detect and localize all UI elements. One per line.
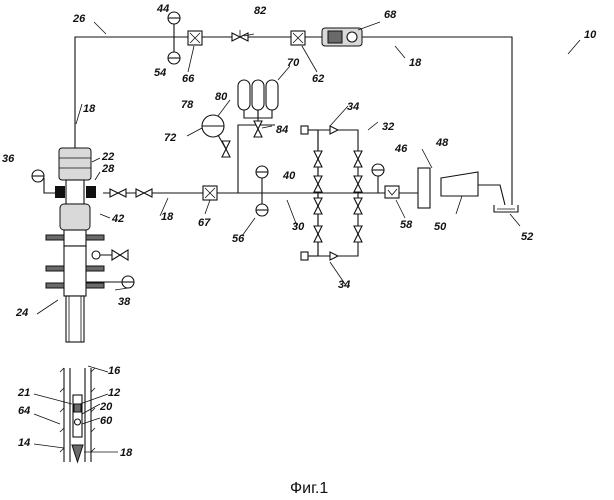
label-28: 28 [101,163,115,175]
gauge-40 [256,166,268,193]
meter-62 [291,31,305,45]
label-21: 21 [17,387,30,399]
gauge-38 [122,276,134,288]
meter-67 [203,186,217,200]
gauge-56 [256,193,268,216]
label-22: 22 [101,151,114,163]
label-40: 40 [282,170,296,182]
label-14: 14 [18,437,30,449]
label-78: 78 [181,99,194,111]
label-18a: 18 [409,57,422,69]
label-42: 42 [111,213,124,225]
label-34a: 34 [347,101,359,113]
gauge-54 [168,37,180,64]
label-20: 20 [99,401,113,413]
label-24: 24 [15,307,28,319]
label-30: 30 [292,221,305,233]
pit-52 [494,205,518,212]
label-72: 72 [164,132,176,144]
gauge-44 [168,12,180,37]
label-18c: 18 [161,211,174,223]
downstream-equipment [385,168,518,212]
flare-50 [441,172,478,196]
label-44: 44 [156,3,169,15]
separator-48 [418,168,430,208]
label-54: 54 [154,67,166,79]
vessel-80 [202,115,226,149]
gas-cylinders-70 [238,80,278,118]
wellhead-assembly [44,148,128,342]
label-68: 68 [384,9,397,21]
label-18b: 18 [83,103,96,115]
motor-68 [305,28,362,46]
label-48: 48 [435,137,449,149]
label-10: 10 [584,29,597,41]
label-66: 66 [182,73,195,85]
label-64: 64 [18,405,30,417]
label-34b: 34 [338,279,350,291]
inline-valves [110,30,262,197]
label-80: 80 [215,91,228,103]
label-36: 36 [2,153,15,165]
label-50: 50 [434,221,447,233]
label-16: 16 [108,365,121,377]
label-46: 46 [394,143,408,155]
label-32: 32 [382,121,394,133]
label-82: 82 [254,5,266,17]
label-56: 56 [232,233,245,245]
label-62: 62 [312,73,324,85]
label-84: 84 [276,124,288,136]
gauge-46 [372,164,384,193]
valve-84 [254,121,262,137]
label-70: 70 [287,57,300,69]
gauge-36 [32,170,44,182]
wellbore [60,368,95,462]
figure-caption: Фиг.1 [290,480,328,497]
label-58: 58 [400,219,413,231]
valve-b [136,189,152,197]
label-38: 38 [118,296,131,308]
choke-manifold-32 [301,126,362,260]
valve-a [110,189,126,197]
check-valve-58 [385,186,399,198]
label-18d: 18 [120,447,133,459]
label-26: 26 [72,13,86,25]
label-60: 60 [100,415,113,427]
label-52: 52 [521,231,533,243]
meter-66 [188,31,202,45]
label-12: 12 [108,387,120,399]
label-67: 67 [198,217,211,229]
